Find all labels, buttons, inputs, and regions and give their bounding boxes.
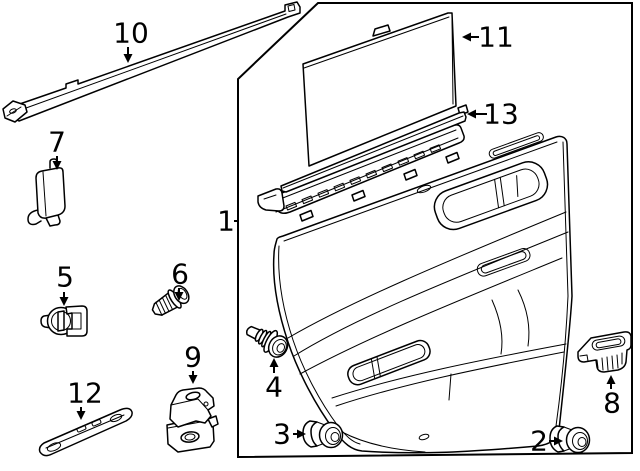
callout-3[interactable]: 3 xyxy=(273,418,306,451)
arrow-down-icon xyxy=(123,54,133,63)
callout-12[interactable]: 12 xyxy=(67,377,103,421)
callout-1[interactable]: 1 xyxy=(217,205,239,238)
callout-9[interactable]: 9 xyxy=(184,341,202,385)
retainer-clip-drawing xyxy=(40,305,88,337)
callout-13[interactable]: 13 xyxy=(467,98,519,131)
arrow-left-icon xyxy=(467,109,476,119)
callout-4[interactable]: 4 xyxy=(265,358,283,404)
callout-3-number[interactable]: 3 xyxy=(273,418,291,451)
arrow-down-icon xyxy=(188,375,198,384)
callout-7-number[interactable]: 7 xyxy=(48,126,66,159)
weatherstrip-drawing xyxy=(2,1,301,123)
callout-4-number[interactable]: 4 xyxy=(265,371,283,404)
arrow-down-icon xyxy=(76,411,86,420)
arrow-left-icon xyxy=(462,32,471,42)
sill-strip-drawing xyxy=(38,407,133,457)
callout-9-number[interactable]: 9 xyxy=(184,341,202,374)
arrow-right-icon xyxy=(554,436,563,446)
callout-8[interactable]: 8 xyxy=(603,375,621,420)
door-trim-panel-drawing xyxy=(272,132,573,454)
callout-5[interactable]: 5 xyxy=(56,261,74,307)
shade-rail-drawing xyxy=(257,124,465,222)
callout-2-number[interactable]: 2 xyxy=(530,425,548,458)
callout-11-number[interactable]: 11 xyxy=(478,21,514,54)
window-shade-drawing xyxy=(302,12,457,167)
callout-11[interactable]: 11 xyxy=(462,21,514,54)
callout-12-number[interactable]: 12 xyxy=(67,377,103,410)
callout-6-number[interactable]: 6 xyxy=(171,258,189,291)
callout-2[interactable]: 2 xyxy=(530,425,563,458)
callout-6[interactable]: 6 xyxy=(171,258,189,302)
arrow-down-icon xyxy=(59,297,69,306)
switch-bezel-drawing xyxy=(577,331,632,373)
arrow-up-icon xyxy=(269,358,279,367)
callout-13-number[interactable]: 13 xyxy=(483,98,519,131)
callout-7[interactable]: 7 xyxy=(48,126,66,171)
callout-8-number[interactable]: 8 xyxy=(603,387,621,420)
arrow-down-icon xyxy=(174,292,184,301)
grommet-clip-drawing xyxy=(246,325,289,358)
callout-10-number[interactable]: 10 xyxy=(113,17,149,50)
cover-cap-drawing xyxy=(27,158,66,227)
shade-slat-drawing xyxy=(280,104,469,193)
arrow-right-icon xyxy=(297,429,306,439)
push-pin-clip-drawing-3 xyxy=(302,420,344,449)
callout-10[interactable]: 10 xyxy=(113,17,149,64)
callout-5-number[interactable]: 5 xyxy=(56,261,74,294)
callout-1-number[interactable]: 1 xyxy=(217,205,235,238)
arrow-down-icon xyxy=(52,161,62,170)
window-switch-drawing xyxy=(166,387,219,453)
arrow-up-icon xyxy=(606,375,616,384)
